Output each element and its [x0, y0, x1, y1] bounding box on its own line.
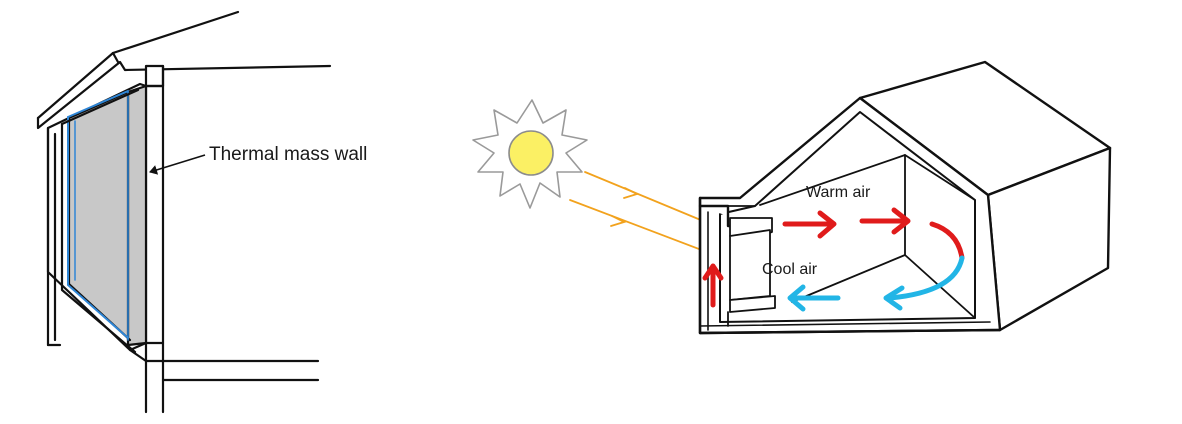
sill-block — [144, 341, 165, 363]
trombe-wall-section — [36, 10, 332, 414]
cool-air-arrows — [787, 255, 965, 312]
warm-air-label: Warm air — [806, 184, 871, 201]
sunlight-ray-2 — [569, 199, 721, 258]
thermal-mass-pointer — [149, 154, 206, 175]
thermal-mass-wall-label: Thermal mass wall — [209, 144, 368, 165]
sun-disc — [508, 130, 554, 176]
house-floor — [698, 328, 1002, 335]
warm-air-arrows — [702, 207, 965, 308]
cool-air-label: Cool air — [762, 261, 818, 278]
sun-icon — [472, 99, 588, 209]
lower-vent — [729, 295, 776, 313]
thermal-mass-wall — [126, 84, 148, 347]
warm-arrow-curve — [929, 221, 965, 261]
cool-arrow-curve — [887, 255, 965, 301]
house-section — [698, 60, 1112, 335]
glazing-line-outer — [67, 90, 129, 118]
sunlight-rays — [569, 171, 721, 258]
sunlight-ray-1 — [584, 171, 721, 229]
cornice-block — [144, 64, 165, 88]
roof-eave — [36, 60, 332, 130]
